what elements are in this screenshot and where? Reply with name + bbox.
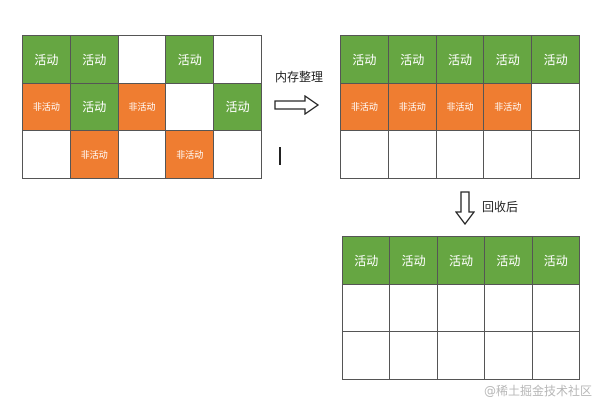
memory-cell-inactive: 非活动 bbox=[388, 83, 437, 132]
memory-cell-active: 活动 bbox=[70, 83, 119, 132]
memory-cell-empty bbox=[532, 83, 580, 132]
memory-cell-empty bbox=[214, 131, 262, 179]
memory-cell-active: 活动 bbox=[532, 36, 580, 84]
memory-cell-empty bbox=[343, 332, 391, 380]
memory-cell-empty bbox=[532, 131, 580, 179]
memory-grid-before: 活动活动活动非活动活动非活动活动非活动非活动 bbox=[22, 35, 262, 179]
compaction-step-label: 内存整理 bbox=[275, 70, 324, 84]
memory-cell-active: 活动 bbox=[23, 36, 71, 84]
memory-cell-active: 活动 bbox=[484, 36, 533, 84]
memory-cell-active: 活动 bbox=[70, 36, 119, 84]
memory-cell-active: 活动 bbox=[485, 237, 533, 285]
memory-cell-empty bbox=[214, 36, 262, 84]
collection-step-label: 回收后 bbox=[482, 200, 519, 214]
memory-cell-active: 活动 bbox=[214, 83, 262, 132]
memory-cell-empty bbox=[390, 332, 438, 380]
memory-cell-empty bbox=[437, 332, 486, 380]
memory-cell-empty bbox=[343, 284, 391, 333]
memory-cell-active: 活动 bbox=[343, 237, 391, 285]
memory-cell-active: 活动 bbox=[166, 36, 215, 84]
down-arrow-icon bbox=[455, 191, 475, 226]
memory-cell-empty bbox=[23, 131, 71, 179]
memory-cell-empty bbox=[532, 332, 580, 380]
memory-cell-empty bbox=[484, 131, 533, 179]
memory-cell-inactive: 非活动 bbox=[166, 131, 215, 179]
memory-cell-empty bbox=[485, 284, 533, 333]
memory-grid-after-collection: 活动活动活动活动活动 bbox=[342, 236, 580, 380]
memory-cell-inactive: 非活动 bbox=[23, 83, 71, 132]
memory-cell-empty bbox=[118, 131, 167, 179]
right-arrow-icon bbox=[274, 95, 320, 115]
memory-cell-active: 活动 bbox=[388, 36, 437, 84]
memory-cell-inactive: 非活动 bbox=[436, 83, 485, 132]
memory-cell-inactive: 非活动 bbox=[70, 131, 119, 179]
memory-cell-empty bbox=[532, 284, 580, 333]
memory-cell-empty bbox=[390, 284, 438, 333]
text-cursor bbox=[279, 147, 281, 165]
memory-cell-empty bbox=[118, 36, 167, 84]
memory-cell-active: 活动 bbox=[436, 36, 485, 84]
memory-cell-active: 活动 bbox=[437, 237, 486, 285]
memory-cell-empty bbox=[436, 131, 485, 179]
memory-cell-inactive: 非活动 bbox=[118, 83, 167, 132]
memory-cell-inactive: 非活动 bbox=[341, 83, 389, 132]
memory-cell-active: 活动 bbox=[390, 237, 438, 285]
memory-cell-empty bbox=[485, 332, 533, 380]
memory-cell-empty bbox=[341, 131, 389, 179]
memory-cell-empty bbox=[388, 131, 437, 179]
memory-cell-active: 活动 bbox=[341, 36, 389, 84]
watermark: @稀土掘金技术社区 bbox=[483, 384, 592, 398]
memory-cell-inactive: 非活动 bbox=[484, 83, 533, 132]
memory-grid-compacted: 活动活动活动活动活动非活动非活动非活动非活动 bbox=[340, 35, 580, 179]
memory-cell-active: 活动 bbox=[532, 237, 580, 285]
memory-cell-empty bbox=[437, 284, 486, 333]
memory-cell-empty bbox=[166, 83, 215, 132]
